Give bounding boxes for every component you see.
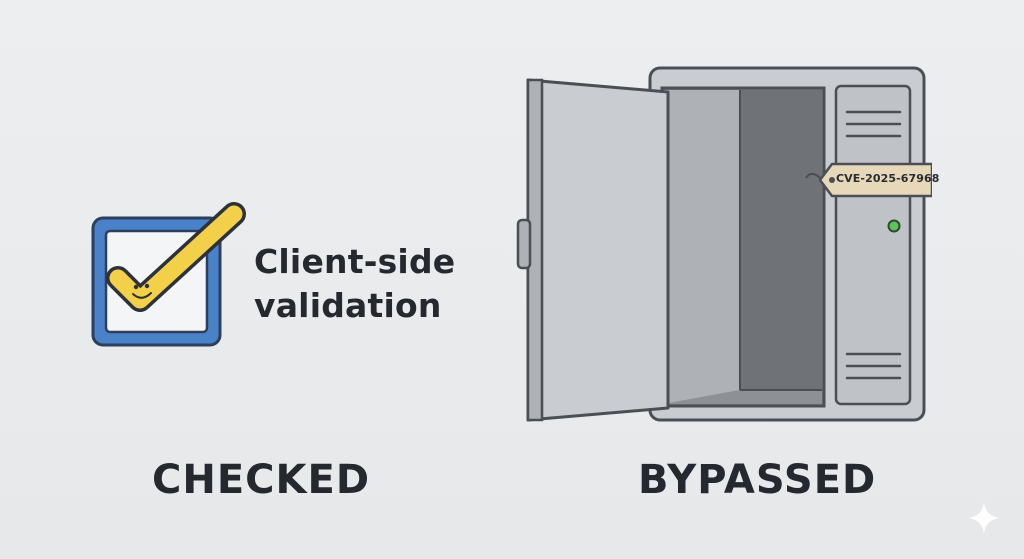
open-vault-icon — [516, 66, 932, 422]
vault-door-handle — [516, 218, 532, 270]
vault-door-front — [526, 78, 670, 422]
smiley-checkmark-icon — [106, 202, 246, 312]
checkbox-icon — [91, 202, 246, 347]
vault-side-panel — [834, 84, 912, 406]
caption-bypassed: BYPASSED — [638, 457, 877, 503]
vault-tag-label: CVE-2025-67968 — [836, 172, 940, 185]
smiley-mouth — [132, 292, 152, 299]
checkbox-label: Client-side validation — [254, 240, 455, 328]
caption-checked: CHECKED — [152, 457, 371, 503]
smiley-right-eye — [144, 283, 150, 289]
vault-tag-shape — [818, 162, 932, 198]
sparkle-icon — [968, 502, 1000, 534]
vault-interior-floor — [664, 390, 822, 404]
vault-vent-bottom — [845, 352, 902, 380]
indicator-light — [887, 219, 901, 233]
vault-door-edge — [526, 78, 544, 422]
smiley-left-eye — [133, 284, 139, 290]
vault-interior-back — [740, 90, 822, 390]
checkbox-label-line1: Client-side — [254, 242, 456, 281]
vault-interior-left-wall — [664, 90, 740, 404]
vault-vent-top — [845, 110, 902, 138]
checkbox-label-line2: validation — [254, 286, 442, 325]
tag-hole — [829, 177, 835, 183]
